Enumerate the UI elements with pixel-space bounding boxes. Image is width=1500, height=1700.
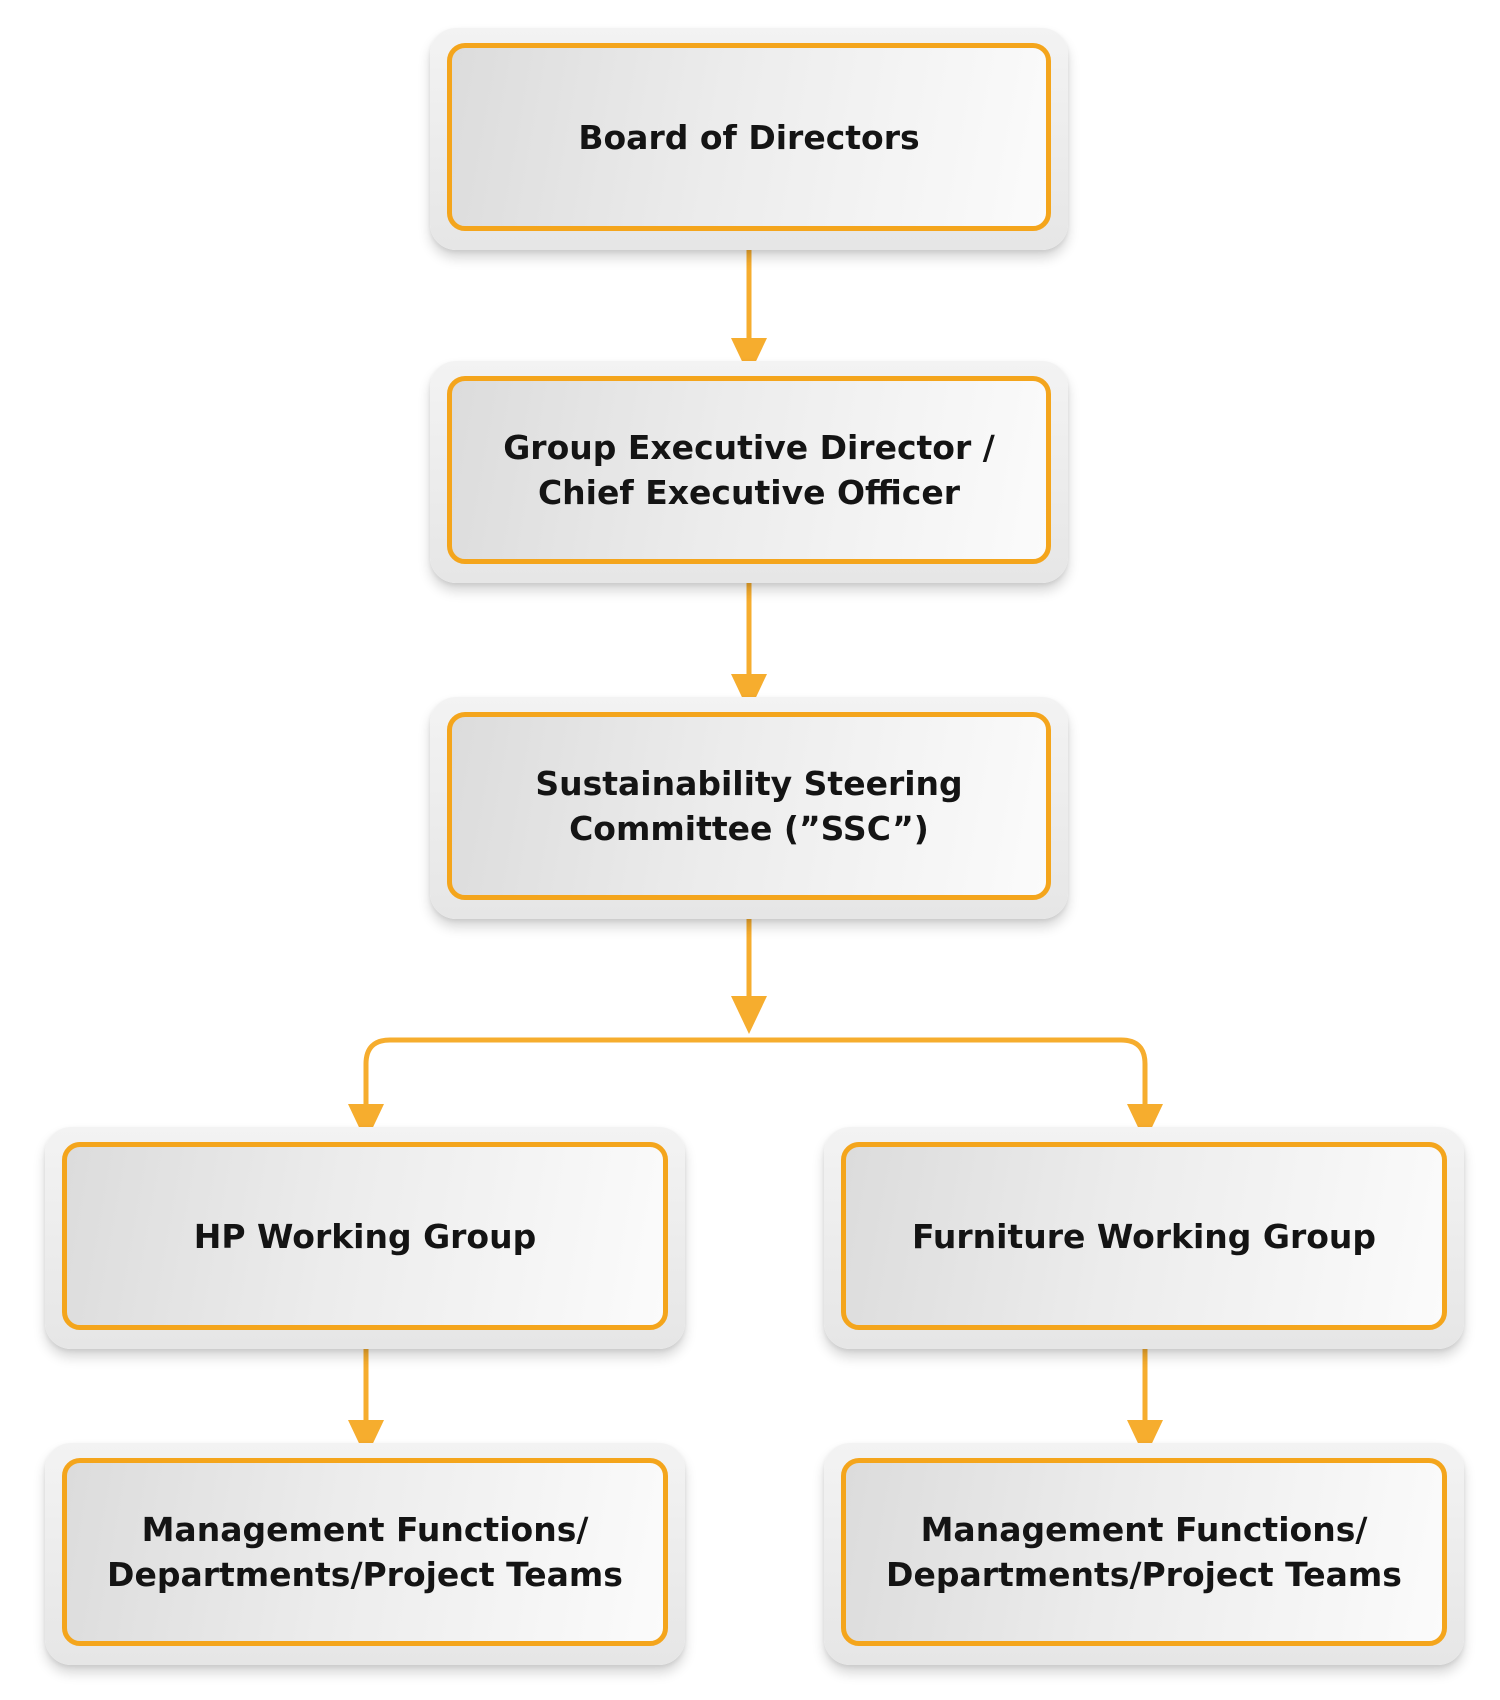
arrowhead-furniture xyxy=(1127,1104,1163,1142)
arrowhead-ged xyxy=(731,338,767,376)
node-mgmt-hp-label: Management Functions/ Departments/Projec… xyxy=(107,1510,623,1594)
arrowhead-split xyxy=(731,996,767,1034)
node-board-of-directors: Board of Directors xyxy=(447,43,1051,231)
node-furniture-working-group: Furniture Working Group xyxy=(841,1142,1447,1330)
node-ged-label: Group Executive Director / Chief Executi… xyxy=(503,428,995,512)
node-management-functions-furniture: Management Functions/ Departments/Projec… xyxy=(841,1458,1447,1646)
node-sustainability-steering-committee: Sustainability Steering Committee (”SSC”… xyxy=(447,712,1051,900)
arrowhead-hp xyxy=(348,1104,384,1142)
node-group-executive-director: Group Executive Director / Chief Executi… xyxy=(447,376,1051,564)
node-hp-label: HP Working Group xyxy=(193,1216,537,1256)
node-furniture-label: Furniture Working Group xyxy=(911,1216,1377,1256)
connector-split-to-hp xyxy=(363,1037,752,1119)
connector-split-to-furniture xyxy=(746,1037,1148,1119)
arrowhead-mgmt-furniture xyxy=(1127,1420,1163,1458)
node-management-functions-hp: Management Functions/ Departments/Projec… xyxy=(62,1458,668,1646)
arrowhead-ssc xyxy=(731,674,767,712)
node-board-label: Board of Directors xyxy=(578,117,920,157)
node-ssc-label: Sustainability Steering Committee (”SSC”… xyxy=(535,764,963,848)
arrowhead-mgmt-hp xyxy=(348,1420,384,1458)
node-mgmt-furniture-label: Management Functions/ Departments/Projec… xyxy=(886,1510,1402,1594)
node-hp-working-group: HP Working Group xyxy=(62,1142,668,1330)
